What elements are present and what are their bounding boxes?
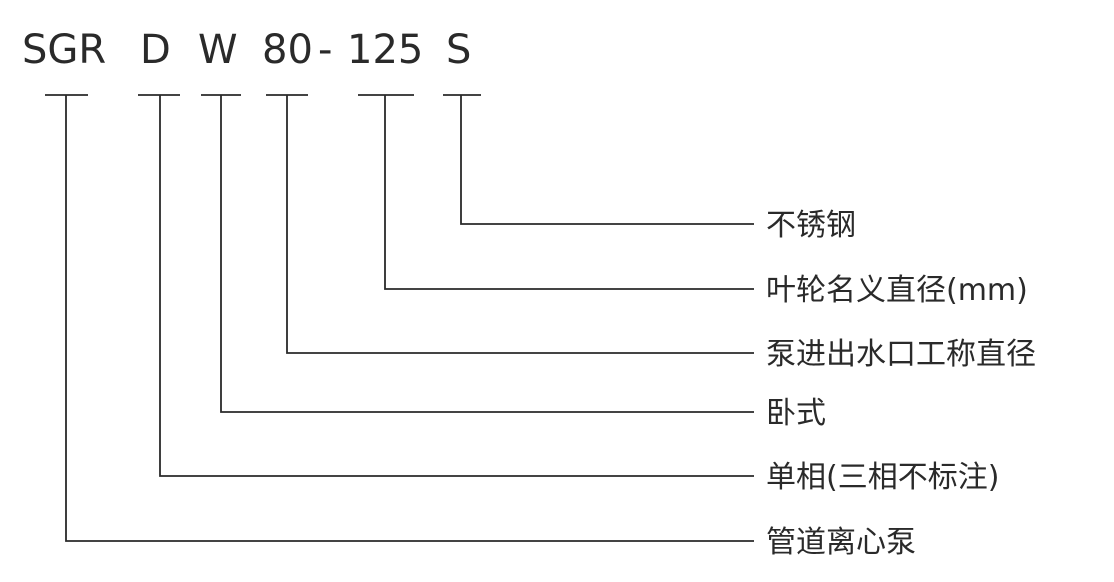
desc-prefix: 管道离心泵 [766, 525, 916, 560]
leader-prefix [65, 95, 754, 542]
code-dash: - [318, 27, 332, 73]
code-port: 80 [262, 27, 313, 73]
desc-port: 泵进出水口工称直径 [766, 337, 1036, 372]
desc-phase: 单相(三相不标注) [766, 460, 999, 495]
leader-impeller [384, 95, 754, 290]
leader-phase [159, 95, 754, 477]
desc-material: 不锈钢 [766, 208, 856, 243]
code-prefix: SGR [22, 27, 106, 73]
code-phase: D [140, 27, 171, 73]
code-material: S [446, 27, 471, 73]
leader-material [460, 95, 754, 225]
code-impeller: 125 [347, 27, 423, 73]
desc-orientation: 卧式 [766, 396, 826, 431]
leader-orientation [220, 95, 754, 413]
code-orientation: W [198, 27, 238, 73]
desc-impeller: 叶轮名义直径(mm) [766, 273, 1028, 308]
leader-port [286, 95, 754, 354]
